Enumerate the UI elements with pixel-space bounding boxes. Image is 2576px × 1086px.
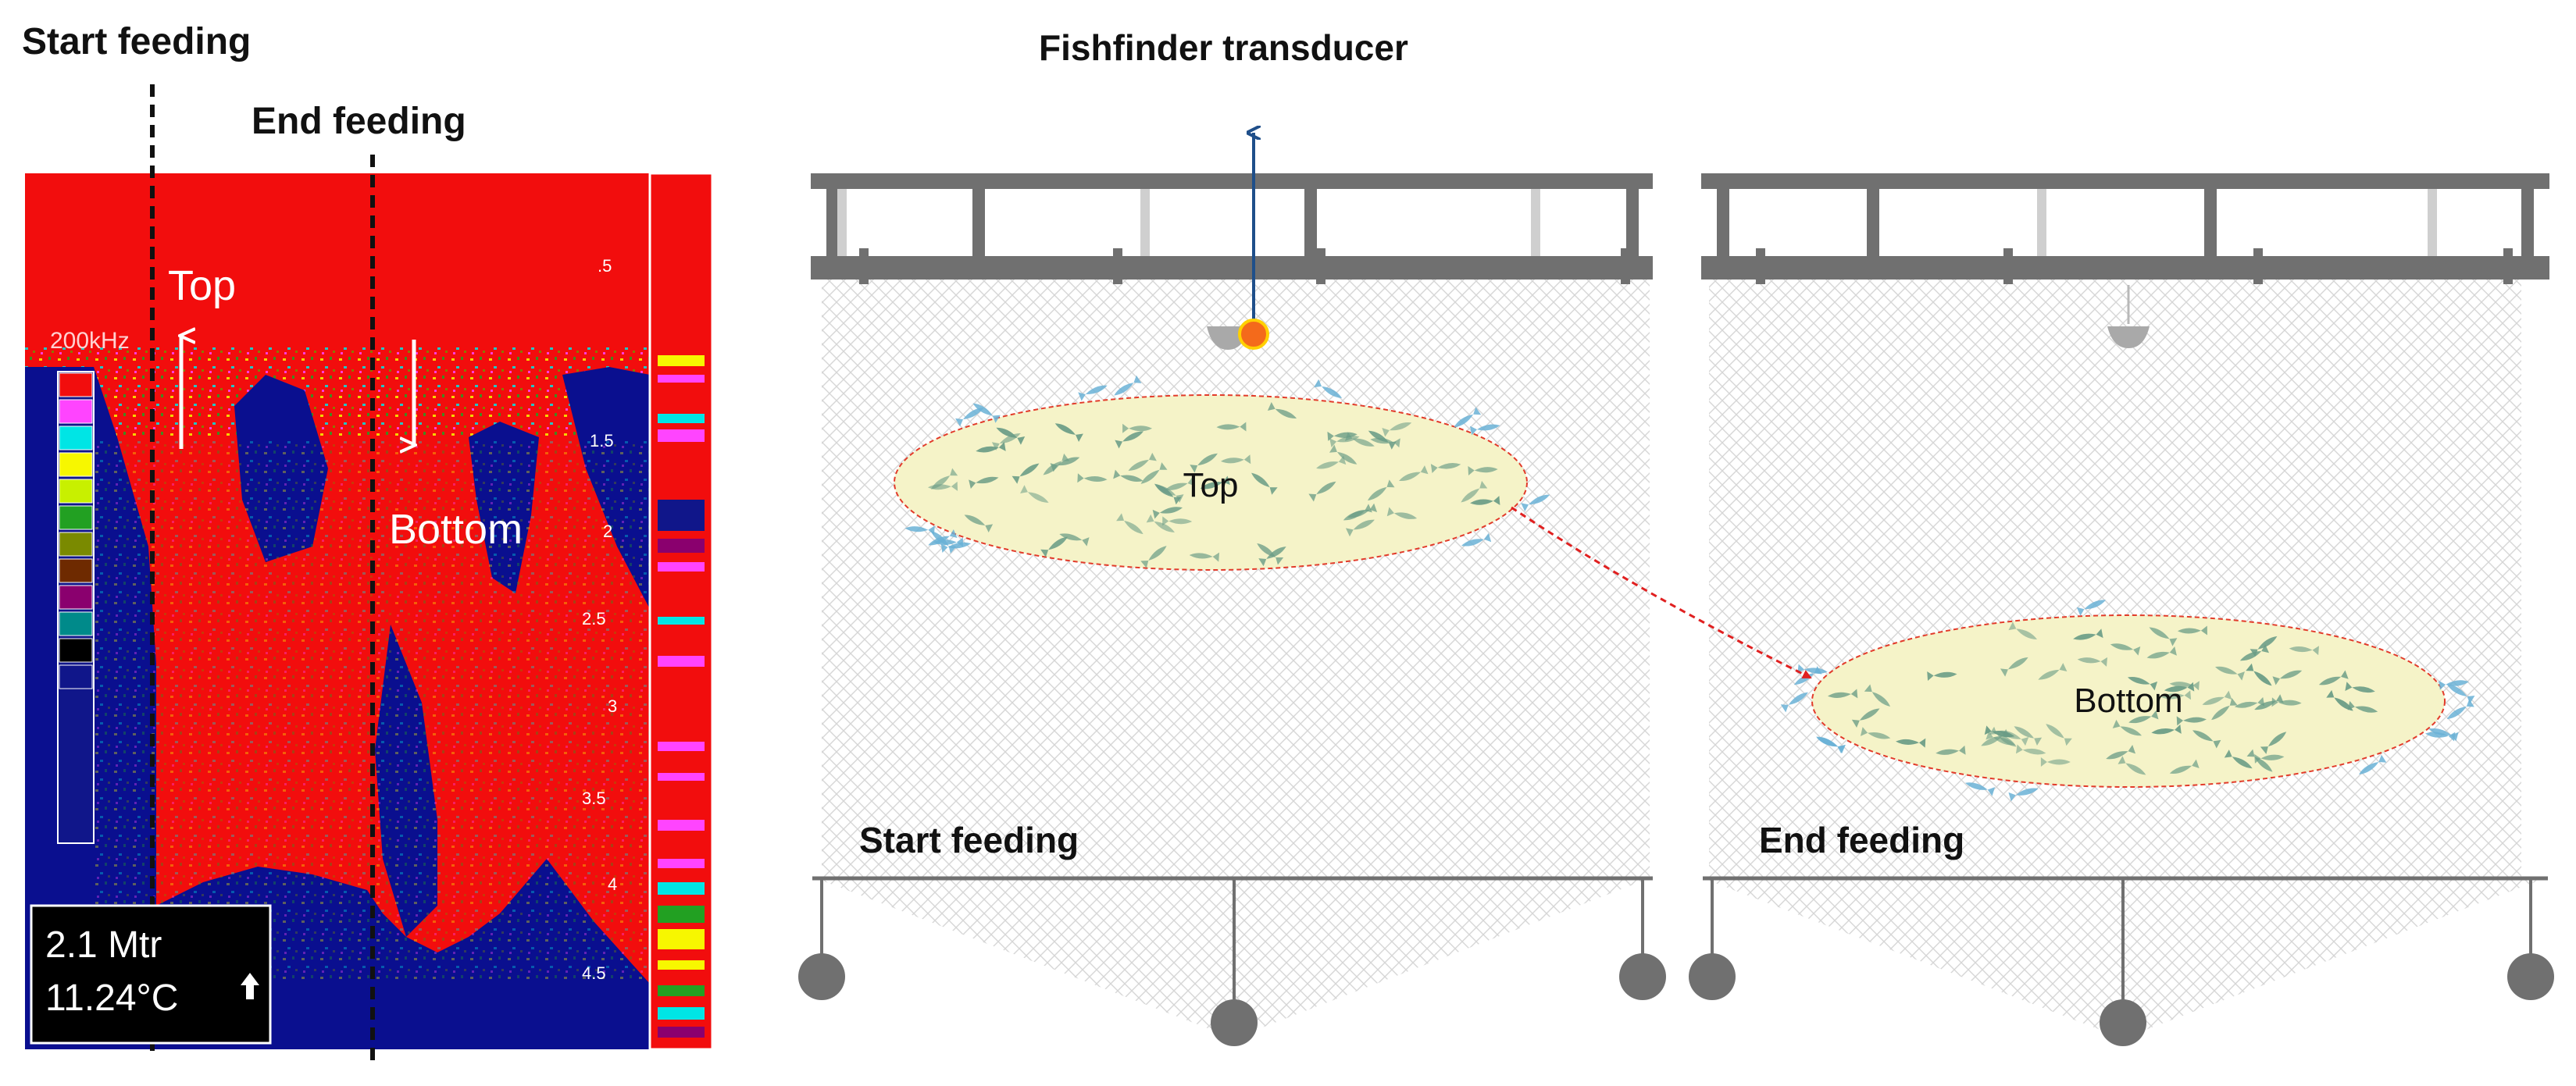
echogram-bottom-label: Bottom <box>389 506 523 553</box>
echogram-top-label: Top <box>168 262 236 309</box>
readout-temperature: 11.24°C <box>45 977 178 1019</box>
depth-tick: 3 <box>608 696 617 716</box>
echogram-start-feeding-label: Start feeding <box>22 20 251 63</box>
sinker-weight <box>1211 999 1258 1046</box>
frequency-label: 200kHz <box>50 328 130 354</box>
color-scale-swatch <box>59 426 92 450</box>
school-bottom-label: Bottom <box>2074 682 2182 720</box>
color-scale-swatch <box>59 559 92 582</box>
end-feeding-cage-label: End feeding <box>1759 820 1964 860</box>
color-scale-swatch <box>59 479 92 503</box>
depth-tick: 3.5 <box>582 789 606 808</box>
cage-bottom-rail-left <box>811 256 1653 280</box>
depth-tick: 1.5 <box>590 431 614 450</box>
net-right <box>1709 277 2521 878</box>
sinker-weight <box>1689 953 1736 1000</box>
cage-top-rail-left <box>811 173 1653 189</box>
cage-top-rail-right <box>1701 173 2549 189</box>
color-scale-swatch <box>59 400 92 423</box>
depth-tick: .5 <box>598 256 612 276</box>
echogram-panel: .5 1.5 2 2.5 3 3.5 4 4.5 200kHz Top Bott… <box>25 84 712 1062</box>
sinker-weight <box>1619 953 1666 1000</box>
sinker-weight <box>2100 999 2146 1046</box>
depth-tick: 4.5 <box>582 963 606 983</box>
color-scale-swatch <box>59 639 92 662</box>
net-left <box>822 277 1650 878</box>
cage-left: Top Start feeding <box>798 133 1666 1046</box>
echogram-noise-band <box>25 344 650 437</box>
transducer-label: Fishfinder transducer <box>1039 27 1408 69</box>
color-scale-swatch <box>59 373 92 397</box>
cage-right: Bottom End feeding <box>1689 173 2554 1046</box>
color-scale-swatch <box>59 665 92 689</box>
transducer-dot <box>1240 320 1268 348</box>
color-scale-swatch <box>59 612 92 636</box>
color-scale-bar <box>58 372 94 843</box>
depth-tick: 2 <box>603 522 612 541</box>
depth-tick: 4 <box>608 874 617 894</box>
color-scale-swatch <box>59 586 92 609</box>
sinker-weight <box>2507 953 2554 1000</box>
start-feeding-cage-label: Start feeding <box>859 820 1079 860</box>
school-top-label: Top <box>1183 466 1239 504</box>
sinker-weight <box>798 953 845 1000</box>
cage-bottom-rail-right <box>1701 256 2549 280</box>
color-scale-swatch <box>59 506 92 529</box>
echogram-end-feeding-label: End feeding <box>252 100 466 143</box>
readout-depth: 2.1 Mtr <box>45 924 162 966</box>
depth-tick: 2.5 <box>582 609 606 628</box>
color-scale-swatch <box>59 532 92 556</box>
color-scale-swatch <box>59 453 92 476</box>
